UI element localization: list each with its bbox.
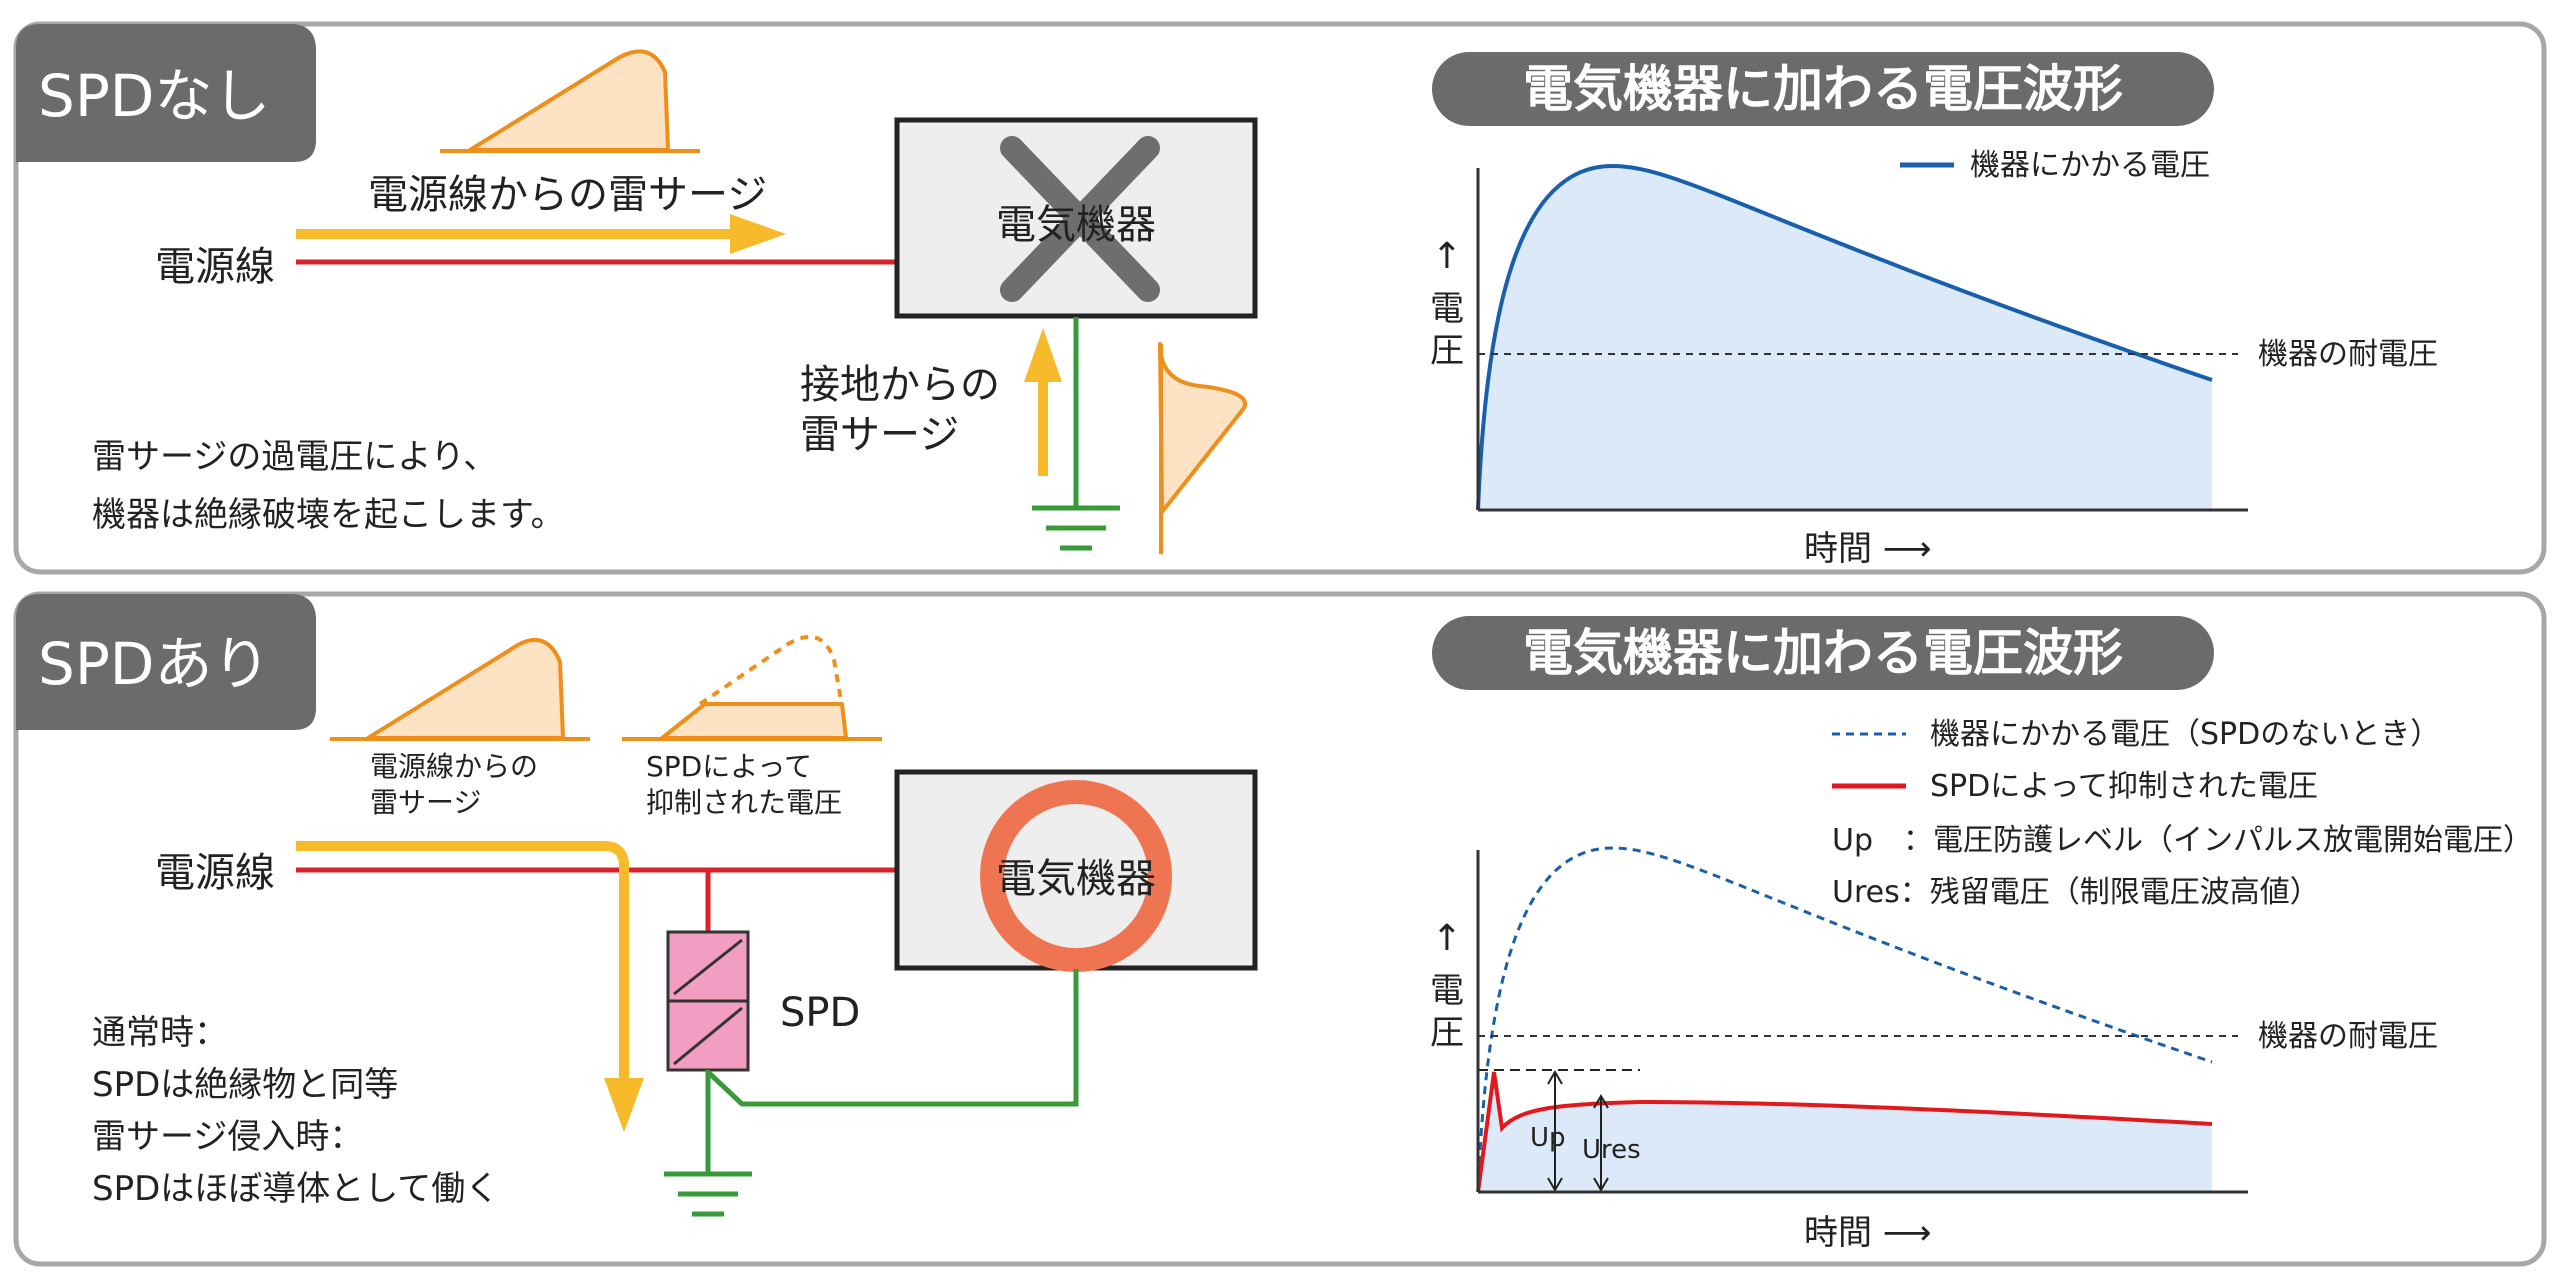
legend-voltage-label: 機器にかかる電圧 [1970,148,2210,183]
failure-cross-line-2 [1000,136,1160,302]
note-line4: SPDはほぼ導体として働く [92,1169,499,1209]
line-surge-flow-arrowhead [730,214,786,254]
ground-surge-label-line2: 雷サージ [800,412,959,458]
surge-caption-line1: 電源線からの [370,750,538,783]
chart-title: 電気機器に加わる電圧波形 [1523,624,2123,682]
x-axis-label: 時間 ⟶ [1804,529,1932,569]
suppressed-voltage-area [1478,1072,2212,1192]
panel-without-spd: SPDなし 電源線からの雷サージ 電源線 電気機器 接地からの 雷サージ 雷サー… [13,21,2547,575]
unsuppressed-voltage-curve [1476,846,2213,1193]
y-axis-label-char1: 電 [1430,971,1464,1011]
ures-dimension-arrowhead-top [1593,1094,1609,1109]
note-line2: 機器は絶縁破壊を起こします。 [92,495,565,535]
panel-tab [16,594,316,730]
legend-unsuppressed-label: 機器にかかる電圧（SPDのないとき） [1930,717,2440,752]
y-axis-label-char1: 電 [1430,289,1464,329]
panel-with-spd: SPDあり 電源線からの 雷サージ SPDによって 抑制された電圧 電源線 電気… [13,591,2547,1267]
legend-ures-label: Ures：残留電圧（制限電圧波高値） [1832,875,2320,910]
note-line1: 通常時： [92,1013,228,1053]
device-label: 電気機器 [996,856,1156,902]
x-axis-label: 時間 ⟶ [1804,1213,1932,1253]
power-line-label: 電源線 [155,244,275,290]
y-axis-arrow: ↑ [1432,236,1462,277]
suppressed-waveform-original-outline [698,634,844,707]
suppressed-voltage-curve [1476,1071,2213,1193]
up-dimension-arrowhead-bottom [1547,1177,1563,1192]
spd-varistor-symbol-1 [673,938,743,996]
spd-label: SPD [780,990,860,1036]
surge-diversion-flow-arrow [296,841,629,1080]
up-marker: Up [1530,1123,1566,1153]
panel-tab [16,24,316,162]
voltage-curve [1476,163,2213,511]
suppressed-caption-line1: SPDによって [646,750,812,783]
voltage-chart-without-spd: 電気機器に加わる電圧波形 機器の耐電圧 ↑ 電 圧 時間 ⟶ 機器にかかる電圧 [1430,52,2438,569]
note-line1: 雷サージの過電圧により、 [92,437,497,477]
panel-tab-label: SPDなし [38,62,270,130]
protected-ring [980,780,1172,972]
ground-surge-waveform [1158,342,1248,514]
chart-title-pill [1432,616,2214,690]
ground-surge-label-line1: 接地からの [800,362,1000,408]
chart-title-pill [1432,52,2214,126]
panel-frame [13,591,2547,1267]
ures-marker: Ures [1582,1135,1641,1165]
voltage-chart-with-spd: 電気機器に加わる電圧波形 機器の耐電圧 Up Ures ↑ 電 圧 時間 ⟶ 機… [1430,616,2533,1253]
suppressed-caption-line2: 抑制された電圧 [646,786,842,819]
device-box [894,769,1258,971]
y-axis-label-char2: 圧 [1430,331,1464,371]
ground-wire-device [706,969,1079,1107]
ures-dimension-arrowhead-bottom [1593,1177,1609,1192]
voltage-area [1478,166,2212,510]
surge-diversion-flow-arrowhead [604,1078,644,1132]
y-axis-label-char2: 圧 [1430,1013,1464,1053]
device-label: 電気機器 [996,202,1156,248]
legend-suppressed-label: SPDによって抑制された電圧 [1930,769,2318,804]
surge-caption-line2: 雷サージ [370,786,481,819]
chart-title: 電気機器に加わる電圧波形 [1523,60,2123,118]
withstand-label: 機器の耐電圧 [2258,337,2438,372]
spd-varistor-symbol-2 [673,1006,743,1066]
y-axis-arrow: ↑ [1432,918,1462,959]
withstand-label: 機器の耐電圧 [2258,1019,2438,1054]
note-line2: SPDは絶縁物と同等 [92,1065,398,1105]
note-line3: 雷サージ侵入時： [92,1117,363,1157]
line-surge-waveform [468,49,670,152]
panel-tab-label: SPDあり [38,630,270,698]
ground-surge-flow-arrowhead [1024,328,1062,382]
power-line-label: 電源線 [155,850,275,896]
line-surge-waveform [366,638,565,740]
up-dimension-arrowhead-top [1547,1070,1563,1085]
legend-up-label: Up ：電圧防護レベル（インパルス放電開始電圧） [1832,823,2533,858]
line-surge-label: 電源線からの雷サージ [368,172,767,218]
